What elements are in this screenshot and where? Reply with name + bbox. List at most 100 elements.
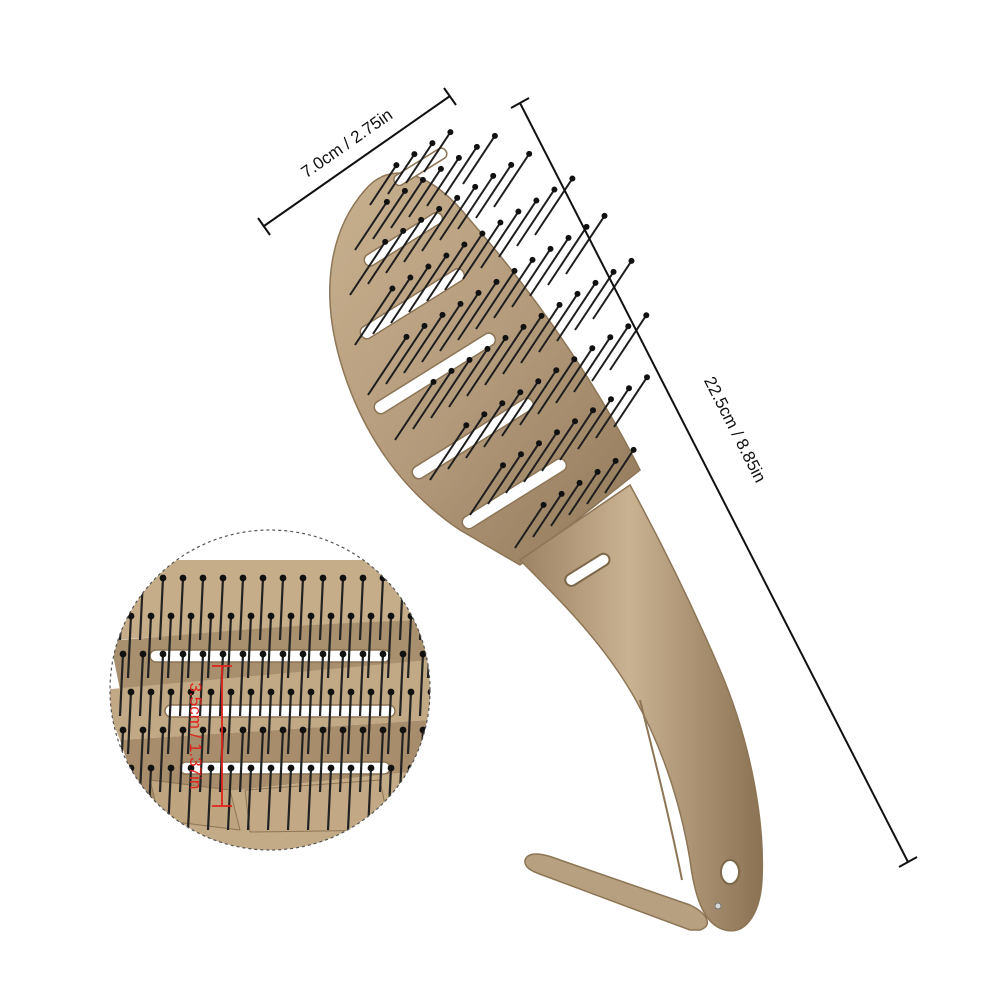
zoom-bristle <box>118 653 125 717</box>
zoom-bristle-tip <box>259 650 267 658</box>
zoom-bristle-tip <box>347 612 355 620</box>
bristle <box>547 226 588 286</box>
bristle-tip <box>491 132 498 139</box>
zoom-bristle <box>346 691 353 755</box>
zoom-bristle <box>278 653 285 717</box>
zoom-bristle <box>278 577 285 641</box>
bristle-tip <box>436 205 443 212</box>
bristle <box>447 413 486 470</box>
zoom-bristle <box>186 615 193 679</box>
zoom-bristle-tip <box>259 574 267 582</box>
zoom-bristle <box>226 691 233 755</box>
zoom-bristle-tip <box>307 688 315 696</box>
bristle <box>466 337 507 397</box>
bristle-tip <box>574 290 581 297</box>
zoom-bristle-tip <box>187 764 195 772</box>
zoom-bristle <box>318 653 325 717</box>
bristle <box>372 190 406 240</box>
bristle <box>523 431 558 483</box>
zoom-bristle-tip <box>227 764 235 772</box>
zoom-bristle-tip <box>387 688 395 696</box>
zoom-bristle-tip <box>319 726 327 734</box>
zoom-bristle <box>318 729 325 793</box>
zoom-bristle <box>206 767 213 831</box>
length-dimension <box>510 97 918 868</box>
bristle-tip <box>538 312 545 319</box>
zoom-bristle-tip <box>347 688 355 696</box>
zoom-bristle-tip <box>147 612 155 620</box>
bristle <box>511 248 552 308</box>
zoom-bristle-tip <box>327 688 335 696</box>
zoom-bristle-tip <box>159 574 167 582</box>
zoom-bristle <box>246 615 253 679</box>
bristle-tip <box>490 172 497 179</box>
zoom-bristle-tip <box>207 612 215 620</box>
zoom-bristle-tip <box>287 612 295 620</box>
bristle-tip <box>400 227 407 234</box>
bristle <box>568 471 599 516</box>
bristle-tip <box>421 322 428 329</box>
bristle <box>372 277 412 335</box>
zoom-bristle-tip <box>347 764 355 772</box>
zoom-bristle <box>206 615 213 679</box>
bristle <box>483 391 522 448</box>
bristle <box>369 164 398 206</box>
bristle <box>429 424 468 481</box>
zoom-bristle <box>286 691 293 755</box>
zoom-bristle-tip <box>307 764 315 772</box>
bristle-tip <box>437 165 444 172</box>
hang-hole <box>720 859 740 885</box>
bristle <box>405 142 434 184</box>
zoom-detail: 3.5cm / 1.37in <box>109 529 431 851</box>
zoom-bristle <box>358 577 365 641</box>
zoom-bristle <box>166 691 173 755</box>
zoom-bristle-tip <box>227 688 235 696</box>
zoom-bristle <box>258 577 265 641</box>
bristle <box>457 175 495 230</box>
bristle-tip <box>479 230 486 237</box>
bristle <box>444 233 484 291</box>
bristle-tip <box>473 143 480 150</box>
zoom-bristle <box>338 729 345 793</box>
bristle-tip <box>610 268 617 275</box>
bristle-tip <box>443 252 450 259</box>
zoom-bristle <box>246 691 253 755</box>
zoom-bristle-tip <box>207 764 215 772</box>
bristle-tip <box>607 334 614 341</box>
zoom-bristle-tip <box>119 650 127 658</box>
zoom-bristle-tip <box>279 726 287 734</box>
bristle <box>457 281 498 341</box>
zoom-bristle-tip <box>279 650 287 658</box>
bristle-tip <box>411 151 418 158</box>
bristle <box>493 153 531 208</box>
zoom-bristle-tip <box>247 764 255 772</box>
zoom-bristle-tip <box>299 650 307 658</box>
bristle <box>555 347 594 404</box>
bristle-tip <box>508 161 515 168</box>
zoom-bristle <box>346 615 353 679</box>
zoom-bristle <box>178 729 185 793</box>
bristle-tip <box>533 197 540 204</box>
bristle-tip <box>517 389 524 396</box>
zoom-bristle <box>378 653 385 717</box>
zoom-bristle <box>286 615 293 679</box>
bristle <box>475 164 513 219</box>
zoom-bristle <box>298 653 305 717</box>
bristle-tip <box>571 356 578 363</box>
zoom-bristle <box>378 729 385 793</box>
bristle <box>556 282 597 342</box>
bristle <box>421 197 459 252</box>
bristle <box>586 460 617 505</box>
zoom-bristle <box>198 729 205 793</box>
bristle-label: 3.5cm / 1.37in <box>186 683 205 790</box>
zoom-bristle-tip <box>279 574 287 582</box>
zoom-bristle <box>158 729 165 793</box>
zoom-bristle <box>426 767 430 831</box>
zoom-bristle-tip <box>207 688 215 696</box>
zoom-bristle-tip <box>319 650 327 658</box>
bristle-tip <box>393 162 400 169</box>
zoom-bristle <box>366 615 373 679</box>
zoom-bristle-tip <box>119 726 127 734</box>
bristle <box>475 270 516 330</box>
zoom-bristle-tip <box>167 764 175 772</box>
